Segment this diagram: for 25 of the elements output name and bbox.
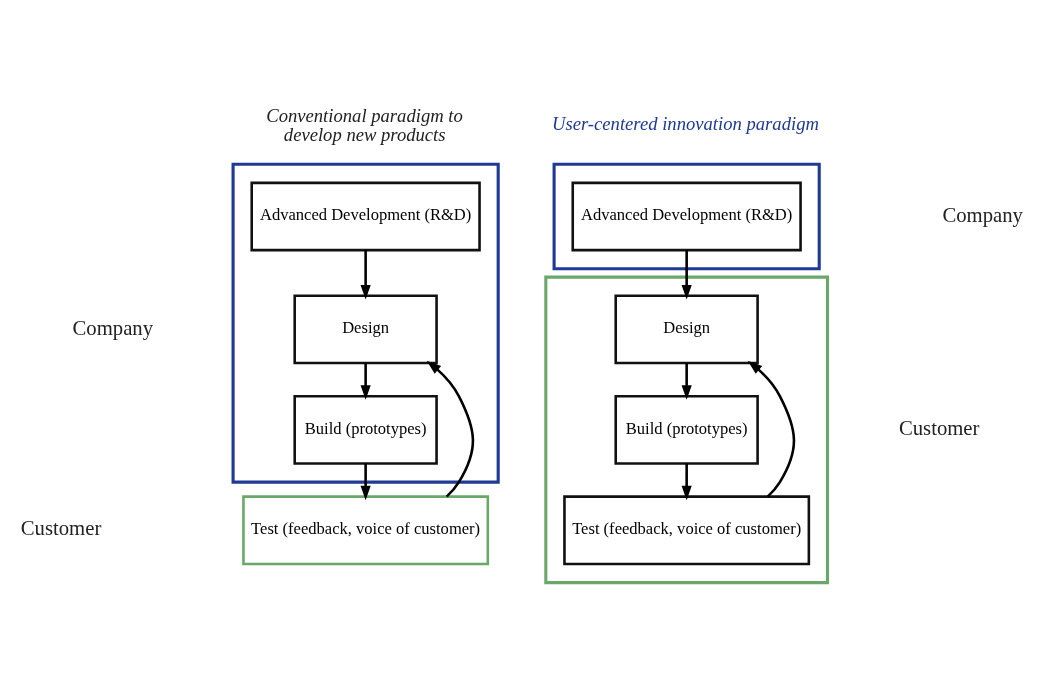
node-box: Test (feedback, voice of customer) [563,494,811,565]
arrow [681,362,692,400]
node-box: Test (feedback, voice of customer) [242,494,490,565]
node-box: Design [293,293,438,364]
node-box: Advanced Development (R&D) [571,181,802,251]
cluster [231,162,500,484]
arrow [681,463,692,500]
cluster [544,275,830,584]
label: Company [942,203,1023,226]
cluster [552,162,821,270]
arrow [360,249,371,299]
arrow [747,360,796,498]
node-box: Build (prototypes) [293,394,438,465]
arrow [360,463,371,500]
node-box: Design [614,293,759,364]
node-box: Build (prototypes) [614,394,759,465]
arrow [360,362,371,400]
label: Company [72,316,154,339]
label: Conventional paradigm to develop new products [266,104,463,145]
node-box: Advanced Development (R&D) [250,181,481,251]
arrow [426,360,475,498]
label: Customer [20,516,102,539]
label: Customer [898,416,980,439]
arrow [681,249,692,299]
label: User-centered innovation paradigm [552,112,819,134]
